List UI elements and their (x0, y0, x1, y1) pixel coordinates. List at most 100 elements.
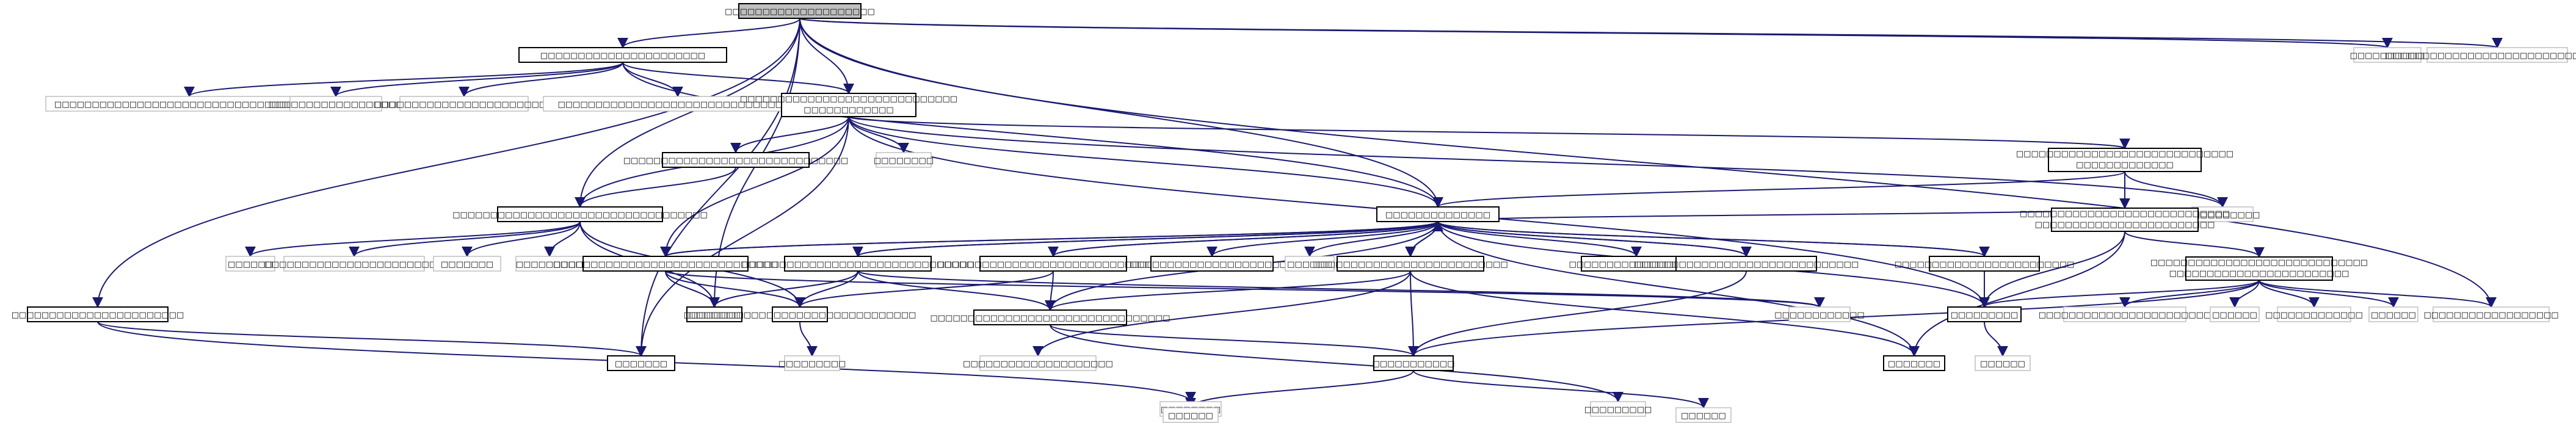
edge-n43-n49 (1413, 370, 1709, 409)
node-box (518, 47, 727, 63)
edge-n30-n33 (2259, 280, 2320, 308)
graph-node-n43[interactable]: □□□□□□□□□□□ (1372, 355, 1455, 371)
edge-n8-n37 (636, 116, 849, 357)
graph-node-n14[interactable]: □□□□□□□□□□□□□□□□□□□□□□□□□□□□□□□□□□ (452, 206, 708, 222)
edge-n13-n23 (1206, 221, 1439, 258)
node-box (1590, 401, 1646, 417)
edge-n14-n17 (349, 221, 581, 258)
graph-node-n8[interactable]: □□□□□□□□□□□□□□□□□□□□□□□□□□□□□□□□□□□□□□□□… (740, 93, 957, 117)
graph-node-n30[interactable]: □□□□□□□□□□□□□□□□□□□□□□□□□□□□□□□□□□□□□□□□… (2150, 256, 2368, 281)
node-label: □□□□□□□□□□□□□□□□□□□□□□□□□□□□ (2020, 209, 2230, 219)
node-box (1947, 306, 2022, 322)
graph-node-n26[interactable]: □□□□□□□□□□□□□□□□□□ (1569, 256, 1704, 272)
node-label: □□□□□□□□□□□□□□□□□□□□□□□□□□ (1313, 260, 1508, 269)
node-box (979, 355, 1097, 371)
graph-node-n20[interactable]: □□□□□□□□□□□□□□□□□□□□□□□□□□□□□□ (553, 256, 778, 272)
edge-n0-n13 (799, 18, 1443, 208)
graph-node-n4: □□□□□□□□□□□□□□□□□□□□□□□□□□□□□□□□□□□□ (45, 96, 333, 112)
node-box (1373, 355, 1454, 371)
graph-node-n3: □□□□□□□□□□□□□□□□□□□□□□□□□□□□□□ (2385, 47, 2576, 63)
node-label: □□□□□□□□□□□□□□□□□□□□□□□□ (264, 260, 444, 269)
edge-n30-n34 (2259, 280, 2399, 308)
edge-n43-n48 (1185, 370, 1414, 409)
graph-node-n48: □□□□□□ (1163, 407, 1219, 423)
edge-n0-n37 (636, 18, 800, 357)
node-label: □□□□□□ (1168, 411, 1213, 421)
edge-n0-n36 (92, 18, 800, 308)
edge-n22-n39 (794, 270, 1054, 308)
node-label: □□□□□□□□□□ (2185, 211, 2260, 220)
node-label: □□□□□□□□□□□□□□□□□□□□ (963, 360, 1113, 369)
graph-node-n15[interactable]: □□□□□□□□□□□□□□□□□□□□□□□□□□□□□□□□□□□□□□□□… (2020, 208, 2230, 232)
node-label: □□□□□□□□□□□□□□□□□□□□□□ (1130, 260, 1294, 269)
node-box (1163, 407, 1219, 423)
graph-node-n1[interactable]: □□□□□□□□□□□□□□□□□□□□□□ (518, 47, 727, 63)
graph-node-n13[interactable]: □□□□□□□□□□□□□□ (1376, 206, 1500, 222)
graph-node-n12: □□□□□□□□□□ (2185, 206, 2260, 222)
graph-node-n10[interactable]: □□□□□□□□□□□□□□□□□□□□□□□□□□□□□□ (623, 152, 848, 168)
graph-node-n21[interactable]: □□□□□□□□□□□□□□□□□□□□□□□□□□□□□□□ (742, 256, 974, 272)
node-label: □□□□□□□□□□□□□□□□□□□□□□□ (2039, 311, 2211, 320)
node-label: □□□□□□□ (1888, 360, 1940, 369)
edge-n21-n38 (709, 270, 858, 308)
node-box (2048, 148, 2202, 172)
node-label: □□□□□□□□□ (516, 260, 584, 269)
graph-node-n38[interactable]: □□□□□□□ (686, 306, 742, 322)
node-label: □□□□□□□□□ (1584, 405, 1652, 414)
node-box (515, 256, 584, 272)
graph-node-n39[interactable]: □□□□□□□□□□□□□□□□□□□□□□□□□□□□□□□ (684, 306, 916, 322)
graph-node-n0[interactable]: □□□□□□□□□□□□□□□□□□□□ (725, 3, 875, 19)
node-label: □□□□□□□□□□□□□□□□□□□□□□□□□□□□□ (740, 95, 957, 104)
graph-node-n45[interactable]: □□□□□□□ (1883, 355, 1945, 371)
edge-n13-n26 (1437, 221, 1642, 258)
graph-node-n44: □□□□□□□□□□□□□□□□□□□□ (963, 355, 1113, 371)
node-label: □□□□□□ (1287, 260, 1332, 269)
node-label: □□□□□□□□□□□□ (1774, 311, 1864, 320)
edge-n1-n8 (622, 62, 854, 95)
node-box (1675, 256, 1817, 272)
node-label: □□□□□□ (228, 260, 273, 269)
node-box (1337, 256, 1484, 272)
node-label-line2: □□□□□□□□□□□□□ (2076, 161, 2174, 170)
edge-n25-n44 (1032, 270, 1411, 357)
edge-n29-n46 (1984, 321, 2008, 357)
node-label: □□□□□□□□□□□□□□□□□□□□□□□□□□□□□□□□□□ (452, 211, 708, 220)
graph-node-n11[interactable]: □□□□□□□□□□□□□□□□□□□□□□□□□□□□□□□□□□□□□□□□… (2016, 148, 2233, 172)
node-box (1285, 256, 1335, 272)
graph-node-n36[interactable]: □□□□□□□□□□□□□□□□□□□□□□□ (12, 306, 184, 322)
node-box (738, 3, 862, 19)
edge-n15-n29 (1979, 231, 2125, 308)
graph-node-n22[interactable]: □□□□□□□□□□□□□□□□□□□□□□□□□□□□□□□ (937, 256, 1170, 272)
graph-node-n16: □□□□□□ (225, 256, 275, 272)
graph-node-n42[interactable]: □□□□□□□□□□□□□□□□□□□□□□□□□□□□□□□□ (930, 309, 1170, 325)
node-label: □□□□□□□ (615, 360, 667, 369)
edge-n8-n9 (848, 116, 909, 154)
node-box (2185, 256, 2333, 281)
graph-node-n23[interactable]: □□□□□□□□□□□□□□□□□□□□□□ (1130, 256, 1294, 272)
graph-node-n29[interactable]: □□□□□□□□□ (1947, 306, 2022, 322)
node-label: □□□□□□□□□ (778, 360, 846, 369)
node-label: □□□□□□□□□□□□□□□□□□□□ (725, 7, 875, 16)
node-box (781, 93, 916, 117)
graph-node-n37[interactable]: □□□□□□□ (607, 355, 675, 371)
node-label: □□□□□□□□□□□□□□□□□□ (1569, 260, 1703, 269)
edge-n36-n37 (97, 321, 647, 357)
edge-n22-n13 (1053, 220, 1443, 257)
node-label: □□□□□□□□□□□□□□□□□□□□□□□ (12, 311, 184, 320)
node-label: □□□□□□□□□□□ (1372, 360, 1454, 369)
graph-node-n27[interactable]: □□□□□□□□□□□□□□□□□□□□□□□□□□□□□□ (1634, 256, 1859, 272)
graph-node-n28[interactable]: □□□□□□□□□□□□□□□□□□□□□□□□ (1895, 256, 2075, 272)
node-label: □□□□□□□□□□□□□□□□□□□□□□□□□□□□□□□□ (930, 314, 1170, 323)
graph-node-n25[interactable]: □□□□□□□□□□□□□□□□□□□□□□□□□□ (1313, 256, 1508, 272)
node-box (1929, 256, 2040, 272)
edge-n14-n18 (462, 221, 581, 258)
node-label: □□□□□□□□□□□□□□□□□□□□□□□□□□□□□□□ (684, 311, 916, 320)
node-box (582, 256, 749, 272)
edge-n21-n13 (857, 220, 1443, 257)
node-label: □□□□□□□□□□□□□□□□□□□□□□□□□□□□□□□□□□□□ (54, 100, 324, 109)
node-label: □□□□□□□□□□□□□□□□□□ (268, 100, 403, 109)
edge-n11-n13 (1432, 171, 2125, 208)
node-label: □□□□□□□ (441, 260, 493, 269)
node-label: □□□□□□□□□□□□□□□□□□□□□□□□ (374, 100, 554, 109)
edge-n21-n40 (857, 270, 1825, 308)
